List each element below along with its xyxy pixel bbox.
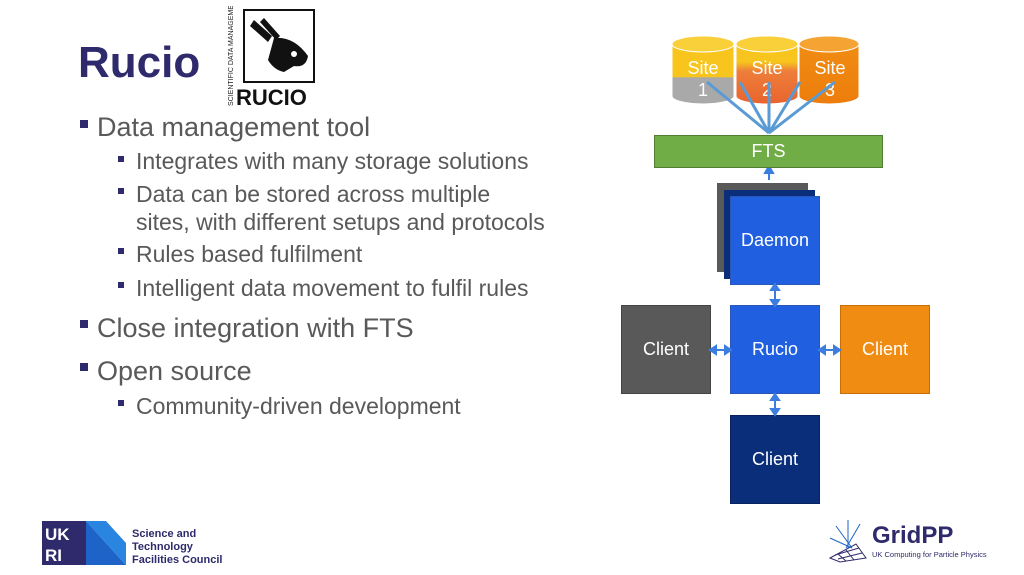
sub-bullet-item-continued: sites, with different setups and protoco… (136, 209, 545, 235)
daemon-box: Daemon (730, 196, 820, 285)
bullet-square-icon (118, 400, 124, 406)
svg-text:RI: RI (45, 546, 62, 565)
bullet-item: Close integration with FTS (97, 313, 414, 343)
site-1-cylinder (671, 35, 735, 105)
slide-title: Rucio (78, 38, 201, 87)
client-right-box: Client (840, 305, 930, 394)
bullet-item: Open source (97, 356, 252, 386)
bullet-square-icon (80, 120, 88, 128)
rucio-box: Rucio (730, 305, 820, 394)
sub-bullet-item: Integrates with many storage solutions (136, 148, 529, 174)
diagram-arrows (708, 282, 842, 417)
client-bottom-box: Client (730, 415, 820, 504)
logo-wordmark: RUCIO (236, 85, 307, 110)
client-left-box: Client (621, 305, 711, 394)
sub-bullet-item: Intelligent data movement to fulfil rule… (136, 275, 529, 301)
bullet-square-icon (80, 363, 88, 371)
diagram-connectors (706, 80, 836, 180)
sub-bullet-item: Rules based fulfilment (136, 241, 363, 267)
fts-box: FTS (654, 135, 883, 168)
site-2-cylinder (735, 35, 799, 105)
site-cylinders (671, 35, 860, 105)
bullet-square-icon (118, 282, 124, 288)
bullet-square-icon (80, 320, 88, 328)
bullet-square-icon (118, 156, 124, 162)
sub-bullet-item: Data can be stored across multiple (136, 181, 491, 207)
bullet-item: Data management tool (97, 112, 371, 142)
ukri-logo: UK RI (42, 521, 126, 565)
gridpp-logo-icon (826, 518, 870, 564)
gridpp-wordmark: GridPP (872, 522, 954, 549)
svg-text:UK: UK (45, 525, 70, 544)
rucio-logo: SCIENTIFIC DATA MANAGEMENT RUCIO (224, 0, 318, 110)
gridpp-tagline: UK Computing for Particle Physics (872, 550, 987, 559)
stfc-wordmark: Science and Technology Facilities Counci… (132, 528, 223, 566)
bullet-square-icon (118, 248, 124, 254)
svg-text:SCIENTIFIC DATA MANAGEMENT: SCIENTIFIC DATA MANAGEMENT (228, 6, 235, 106)
sub-bullet-item: Community-driven development (136, 393, 461, 419)
bullet-square-icon (118, 188, 124, 194)
site-3-cylinder (798, 35, 860, 105)
